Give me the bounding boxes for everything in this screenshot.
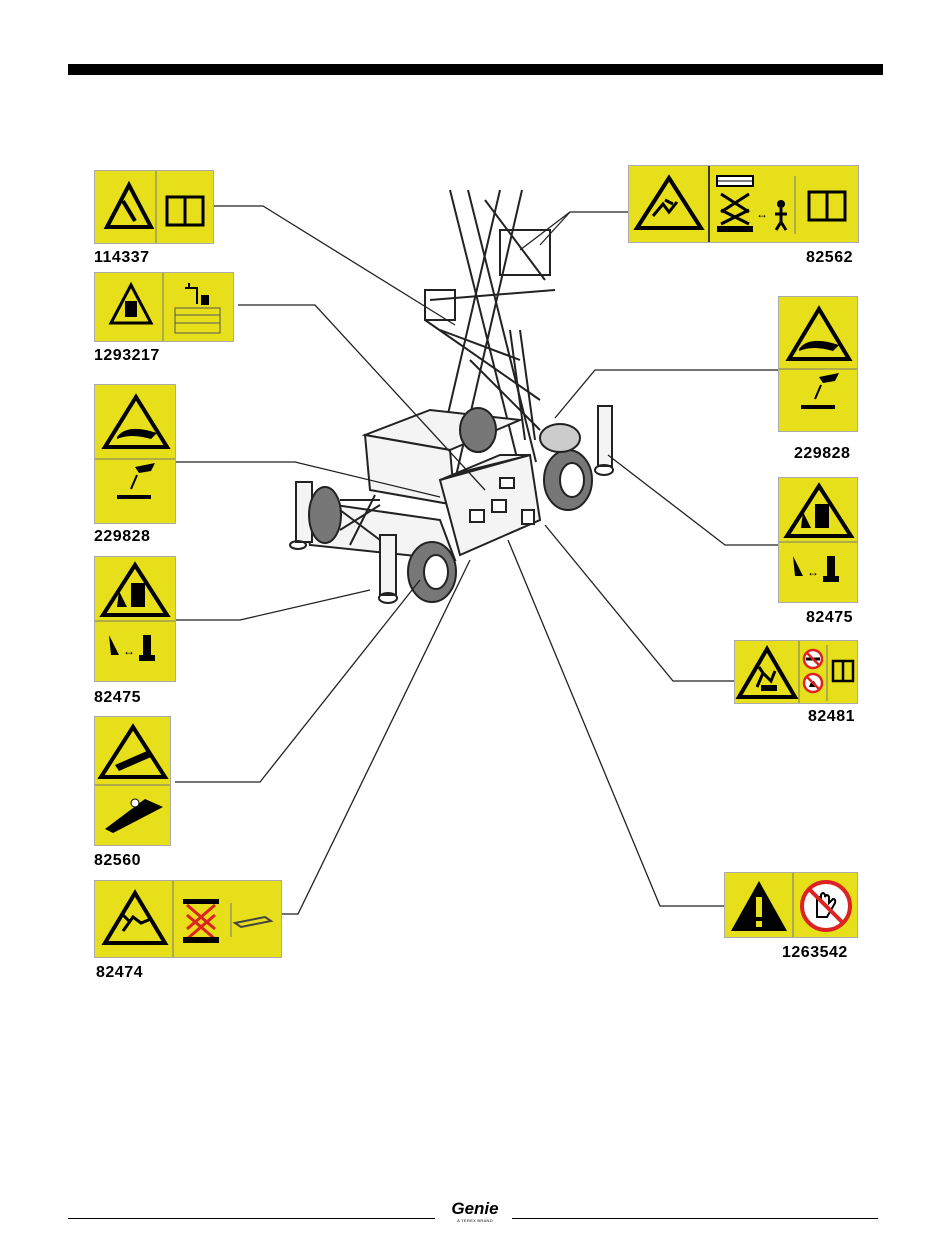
electrocution-hazard-icon: ↔ bbox=[629, 166, 859, 243]
footer-rule-left bbox=[68, 1218, 435, 1219]
footer-rule-right bbox=[512, 1218, 878, 1219]
decal-82560 bbox=[94, 716, 171, 846]
decal-82562: ↔ bbox=[628, 165, 859, 243]
decal-82475-left: ↔ bbox=[94, 556, 176, 682]
svg-text:↔: ↔ bbox=[123, 644, 135, 658]
decal-code-229828-left: 229828 bbox=[94, 528, 150, 546]
decal-1263542 bbox=[724, 872, 858, 938]
genie-logo: Genie A TEREX BRAND bbox=[441, 1200, 509, 1223]
decal-229828-right bbox=[778, 296, 858, 432]
decal-229828-left bbox=[94, 384, 176, 524]
decal-code-82481: 82481 bbox=[808, 708, 855, 726]
tip-over-hazard-icon bbox=[95, 717, 171, 846]
decal-code-114337: 114337 bbox=[94, 249, 150, 267]
foot-crush-icon: ↔ bbox=[95, 557, 176, 682]
foot-crush-icon: ↔ bbox=[779, 478, 858, 603]
decal-code-1263542: 1263542 bbox=[782, 944, 848, 962]
decal-code-229828-right: 229828 bbox=[794, 445, 850, 463]
general-warning-icon bbox=[725, 873, 858, 938]
crush-hazard-icon bbox=[779, 297, 858, 432]
decal-82475-right: ↔ bbox=[778, 477, 858, 603]
warning-triangle-icon bbox=[95, 273, 234, 342]
svg-text:↔: ↔ bbox=[756, 207, 768, 221]
decal-114337 bbox=[94, 170, 214, 244]
svg-text:↔: ↔ bbox=[807, 565, 819, 579]
decal-code-82475-left: 82475 bbox=[94, 689, 141, 707]
brand-tagline: A TEREX BRAND bbox=[441, 1218, 509, 1223]
decal-code-82560: 82560 bbox=[94, 852, 141, 870]
decal-82474 bbox=[94, 880, 282, 958]
decal-code-1293217: 1293217 bbox=[94, 347, 160, 365]
warning-triangle-icon bbox=[95, 171, 214, 244]
decal-code-82475-right: 82475 bbox=[806, 609, 853, 627]
decal-1293217 bbox=[94, 272, 234, 342]
crush-hazard-icon bbox=[95, 385, 176, 524]
decal-code-82562: 82562 bbox=[806, 249, 853, 267]
decal-82481 bbox=[734, 640, 858, 704]
brand-name: Genie bbox=[441, 1200, 509, 1218]
decal-code-82474: 82474 bbox=[96, 964, 143, 982]
explosion-hazard-icon bbox=[735, 641, 858, 704]
fall-hazard-icon bbox=[95, 881, 282, 958]
